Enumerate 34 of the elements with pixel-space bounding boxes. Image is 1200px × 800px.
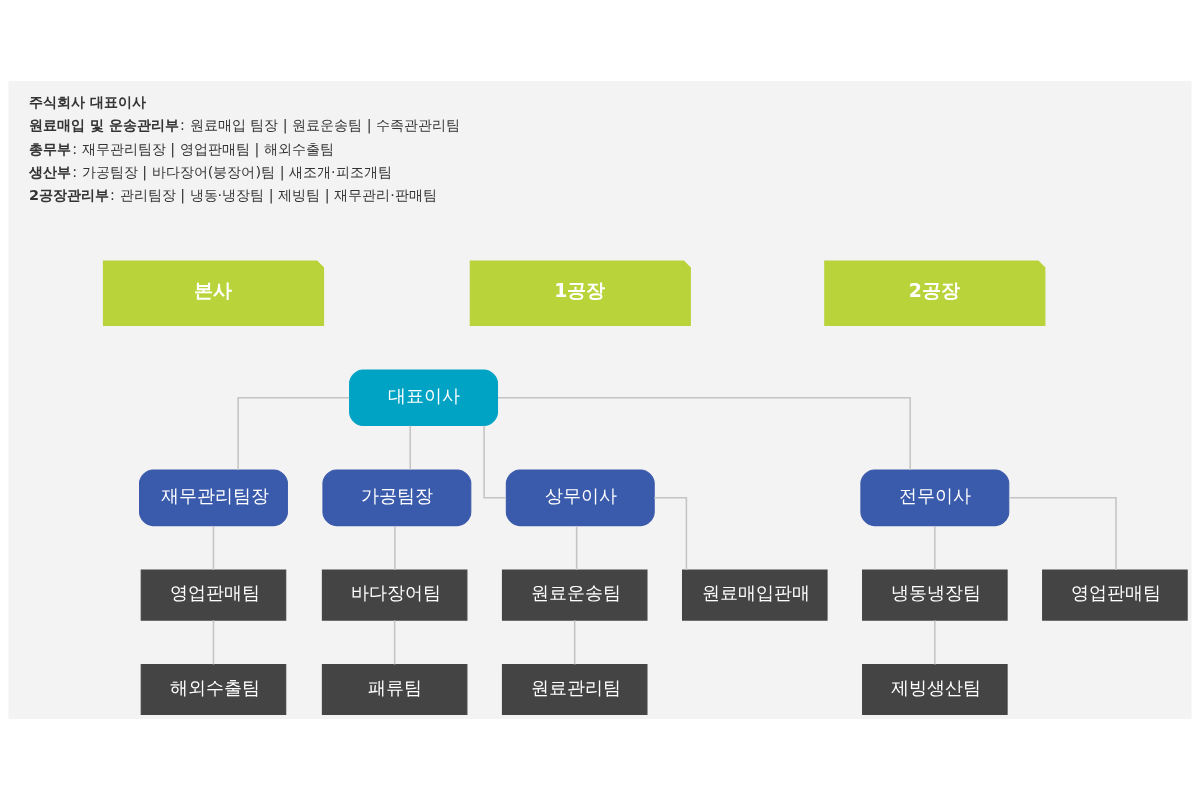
node-box: 재무관리팀장	[139, 469, 288, 527]
label: 원료매입 및 운송관리부: 원료매입 팀장 | 원료운송팀 | 수족관관리팀	[28, 117, 461, 134]
node-box: 원료관리팀	[501, 664, 648, 716]
label: 생산부: 가공팀장 | 바다장어(붕장어)팀 | 새조개·피조개팀	[28, 164, 392, 181]
node-box: 전무이사	[860, 469, 1010, 527]
connector	[212, 525, 215, 571]
connector	[934, 525, 936, 571]
connector	[393, 619, 396, 666]
node-box: 영업판매팀	[1042, 569, 1188, 621]
node-box: 원료운송팀	[501, 569, 648, 621]
connector	[212, 619, 215, 666]
connector	[575, 525, 578, 571]
connector	[409, 424, 411, 471]
connector	[237, 397, 350, 471]
connector	[497, 397, 911, 471]
node-box: 가공팀장	[322, 469, 472, 527]
node-box: 해외수출팀	[140, 664, 287, 716]
connector	[653, 497, 688, 571]
connector	[573, 619, 576, 666]
label: 주식회사 대표이사	[28, 94, 146, 111]
node-box: 상무이사	[505, 469, 655, 527]
node-box: 영업판매팀	[140, 569, 287, 621]
label: 2공장관리부: 관리팀장 | 냉동·냉장팀 | 제빙팀 | 재무관리·판매팀	[28, 187, 437, 204]
node-box: 원료매입판매	[681, 569, 828, 621]
node-box: 대표이사	[349, 369, 498, 427]
connector	[934, 619, 936, 666]
node-box: 제빙생산팀	[862, 664, 1008, 716]
connector	[394, 525, 396, 571]
node-box: 패류팀	[321, 664, 468, 716]
connector	[1008, 497, 1117, 571]
node-box: 바다장어팀	[321, 569, 468, 621]
label: 총무부: 재무관리팀장 | 영업판매팀 | 해외수출팀	[28, 140, 334, 157]
node-box: 냉동냉장팀	[862, 569, 1008, 621]
connector	[483, 424, 507, 499]
